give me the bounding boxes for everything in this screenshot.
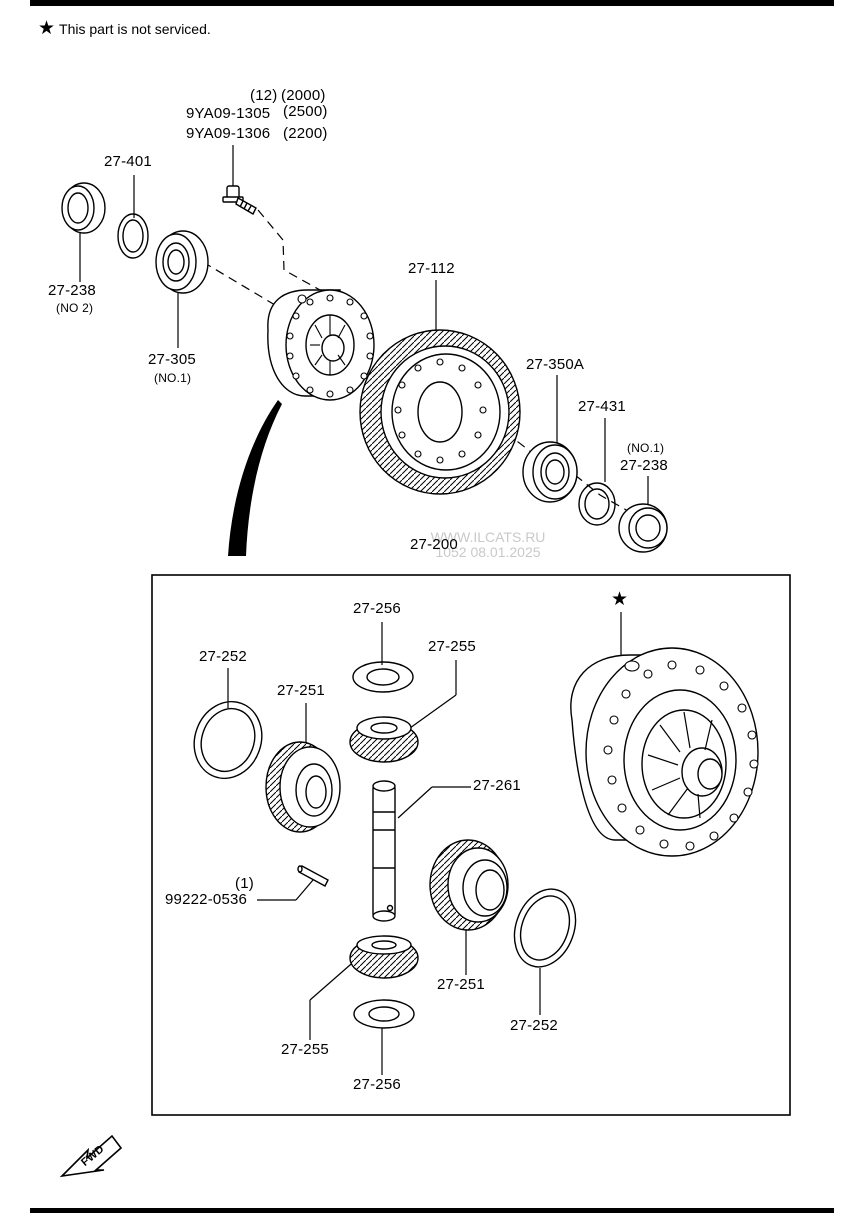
- oil-seal-left: [61, 182, 106, 234]
- label-side-gear-right: 27-251: [437, 976, 485, 993]
- label-washer-bottom: 27-256: [353, 1076, 401, 1093]
- lock-pin: [297, 865, 329, 887]
- label-bolt-year-b: (2500): [283, 103, 328, 120]
- label-pin: 99222-0536: [165, 891, 248, 908]
- watermark-line-1: WWW.ILCATS.RU: [430, 529, 546, 545]
- case-star-icon: ★: [611, 589, 629, 610]
- label-washer-top: 27-256: [353, 600, 401, 617]
- side-gear-right: [429, 839, 509, 931]
- thrust-washer-bottom: [353, 999, 415, 1029]
- label-pinion-shaft: 27-261: [473, 777, 521, 794]
- label-bolt-pn-a: 9YA09-1305: [186, 105, 271, 122]
- label-bolt-qty: (12): [250, 87, 278, 104]
- star-icon: ★: [38, 18, 56, 39]
- bearing-left: [155, 230, 209, 294]
- watermark-line-2: 1052 08.01.2025: [435, 544, 541, 560]
- label-pin-qty: (1): [235, 875, 254, 892]
- note-text: This part is not serviced.: [59, 21, 211, 37]
- pinion-shaft: [372, 780, 396, 922]
- shim-left: [117, 213, 149, 259]
- ring-gear: [359, 329, 521, 495]
- pinion-gear-bottom: [349, 935, 419, 979]
- label-pinion-bottom: 27-255: [281, 1041, 329, 1058]
- label-washer-left: 27-252: [199, 648, 247, 665]
- label-seal-right-note: (NO.1): [627, 441, 665, 455]
- differential-case-upper: [267, 289, 375, 401]
- detail-callout-arrow: [228, 400, 282, 556]
- top-rule: [30, 0, 834, 6]
- label-shim-right: 27-431: [578, 398, 626, 415]
- side-gear-left: [265, 741, 341, 833]
- not-serviced-note: ★ This part is not serviced.: [38, 18, 211, 39]
- oil-seal-right: [618, 503, 668, 553]
- label-bearing-left: 27-305: [148, 351, 196, 368]
- differential-case-detail: [570, 647, 759, 857]
- label-ring-gear: 27-112: [408, 260, 455, 277]
- thrust-washer-left: [193, 700, 263, 780]
- fwd-arrow-icon: [59, 1134, 123, 1178]
- label-seal-left-note: (NO 2): [56, 301, 94, 315]
- label-bearing-right: 27-350A: [526, 356, 585, 373]
- label-pinion-top: 27-255: [428, 638, 476, 655]
- watermark: WWW.ILCATS.RU 1052 08.01.2025: [418, 530, 558, 560]
- label-diff-assy: 27-200: [410, 536, 458, 553]
- detail-box: [151, 574, 791, 1116]
- label-bearing-left-note: (NO.1): [154, 371, 192, 385]
- bolt-icon: [222, 185, 257, 215]
- thrust-washer-top: [352, 661, 414, 693]
- label-bolt-year-a: (2000): [281, 87, 326, 104]
- pinion-gear-top: [349, 716, 419, 763]
- label-seal-right: 27-238: [620, 457, 668, 474]
- thrust-washer-right: [513, 888, 577, 968]
- bottom-rule: [30, 1208, 834, 1213]
- label-seal-left: 27-238: [48, 282, 96, 299]
- bearing-right: [522, 441, 578, 503]
- shim-right: [578, 482, 616, 526]
- leader-lines: [79, 145, 649, 1075]
- label-bolt-year-c: (2200): [283, 125, 328, 142]
- assembly-lines: [202, 209, 636, 516]
- label-side-gear-left: 27-251: [277, 682, 325, 699]
- label-washer-right: 27-252: [510, 1017, 558, 1034]
- label-bolt-pn-b: 9YA09-1306: [186, 125, 271, 142]
- label-shim-left: 27-401: [104, 153, 152, 170]
